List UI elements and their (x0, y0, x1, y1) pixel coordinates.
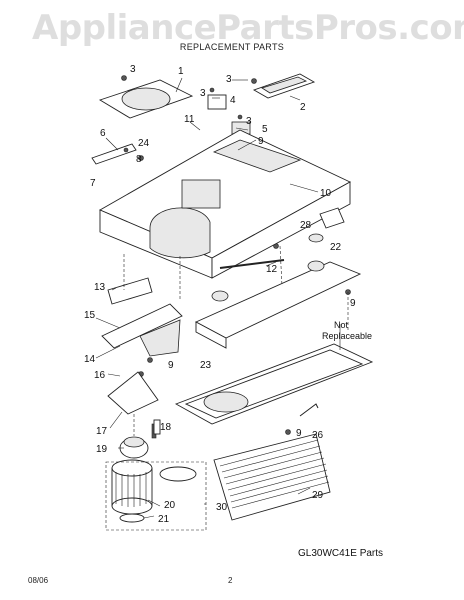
screw-icons (121, 75, 351, 435)
callout-7: 7 (90, 178, 96, 189)
callout-5: 5 (262, 124, 268, 135)
callout-23: 23 (200, 360, 212, 371)
model-caption: GL30WC41E Parts (298, 548, 384, 559)
callout-6: 6 (100, 128, 106, 139)
callout-12: 11 (184, 114, 195, 125)
callout-labels: 3 1 3 2 3 4 3 5 11 6 24 8 7 9 10 28 22 1… (84, 64, 372, 525)
callout-9: 9 (168, 360, 174, 371)
callout-20: 20 (164, 500, 176, 511)
callout-9: 9 (296, 428, 302, 439)
callout-3: 3 (226, 74, 232, 85)
part-30-group-box (105, 461, 207, 531)
watermark-logo: AppliancePartsPros.com (32, 8, 464, 48)
part-13-harness (107, 277, 153, 305)
callout-28: 28 (300, 220, 312, 231)
callout-19: 19 (96, 444, 108, 455)
callout-8: 8 (136, 154, 142, 165)
page-number: 2 (228, 576, 233, 585)
callout-3: 3 (200, 88, 206, 99)
leader-lines (95, 77, 341, 519)
callout-30: 30 (216, 502, 228, 513)
note-not: Not (334, 320, 349, 330)
callout-21: 21 (158, 514, 170, 525)
part-2-damper (252, 73, 316, 99)
note-replaceable: Replaceable (322, 331, 372, 341)
callout-17: 17 (96, 426, 108, 437)
part-26-clip (299, 403, 319, 417)
callout-22: 22 (330, 242, 342, 253)
callout-3: 3 (130, 64, 136, 75)
part-14-blower-bracket (101, 303, 183, 357)
bottom-pan (174, 343, 374, 425)
part-29-grease-filter (213, 433, 331, 521)
callout-10: 10 (320, 188, 332, 199)
callout-26: 26 (312, 430, 324, 441)
callout-14: 14 (84, 354, 96, 365)
callout-4: 4 (230, 95, 236, 106)
page-title: REPLACEMENT PARTS (179, 42, 285, 52)
guide-lines (123, 245, 349, 436)
callout-15: 15 (84, 310, 96, 321)
callout-9: 9 (350, 298, 356, 309)
callout-9: 9 (258, 136, 264, 147)
callout-29: 29 (312, 490, 324, 501)
callout-2: 2 (300, 102, 306, 113)
part-20-blower-wheel (111, 459, 153, 515)
footer-date: 08/06 (28, 576, 49, 585)
callout-18: 18 (160, 422, 172, 433)
part-19-motor (119, 423, 157, 459)
hood-body (98, 129, 351, 279)
part-1-top-plate (98, 79, 194, 119)
part-20-ring (159, 466, 197, 482)
part-11-rod (219, 259, 285, 269)
part-21-ring (119, 513, 145, 523)
part-28-light-socket (308, 207, 345, 243)
callout-1: 1 (178, 66, 184, 77)
callout-11: 12 (266, 264, 278, 275)
callout-24: 24 (138, 138, 150, 149)
part-18-connector (153, 419, 161, 435)
callout-3: 3 (246, 116, 252, 127)
part-23-lens-panel (194, 260, 362, 349)
callout-16: 16 (94, 370, 106, 381)
callout-13: 13 (94, 282, 106, 293)
part-4-switch (207, 94, 227, 110)
part-17-blower-plate (107, 371, 159, 415)
part-6-control-bracket (91, 143, 137, 165)
